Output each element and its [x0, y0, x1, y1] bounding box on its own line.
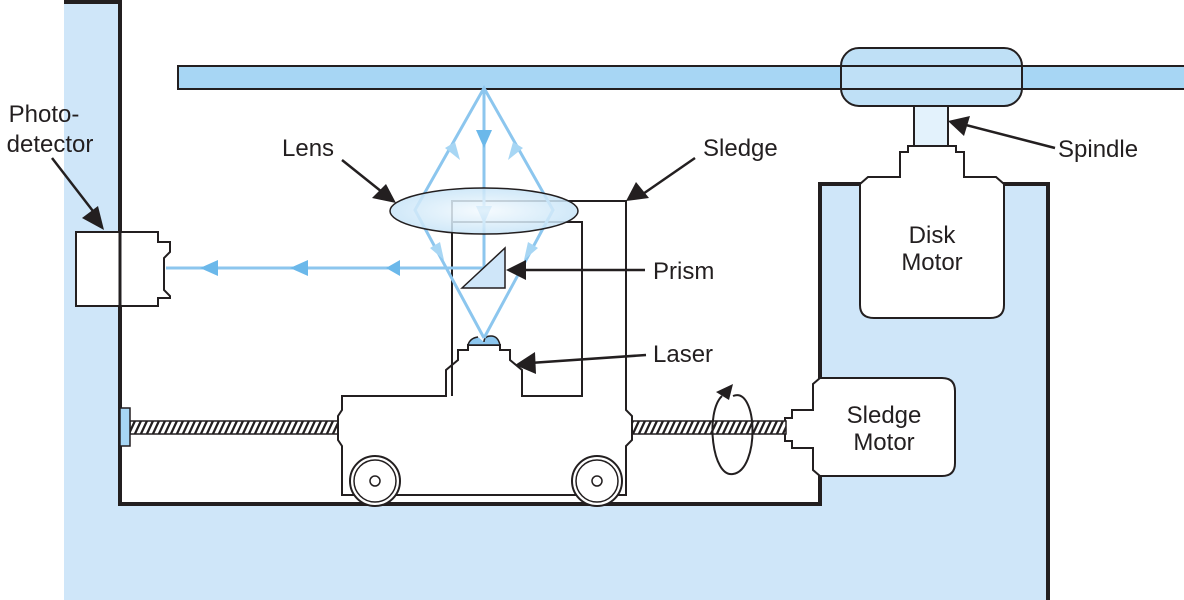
- photodetector-label-line1: Photo-: [9, 101, 80, 128]
- disk-motor-label-line1: Disk: [909, 222, 957, 249]
- laser-beam-paths: [166, 84, 555, 339]
- lead-screw: [119, 407, 787, 447]
- sledge-motor-label-line2: Motor: [853, 429, 914, 456]
- spindle-label: Spindle: [1058, 136, 1138, 163]
- spindle: [913, 105, 949, 147]
- photodetector: [75, 231, 171, 307]
- disk: [177, 65, 1184, 90]
- photodetector-label-line2: detector: [7, 131, 94, 158]
- prism-label: Prism: [653, 258, 714, 285]
- housing: [64, 0, 1050, 600]
- sledge-label: Sledge: [703, 135, 778, 162]
- sledge-motor: Sledge Motor: [784, 377, 956, 477]
- sledge-wheel-left: [349, 455, 401, 507]
- laser-label: Laser: [653, 341, 713, 368]
- disk-motor-label-line2: Motor: [901, 249, 962, 276]
- rotation-arrow-icon: [711, 384, 754, 476]
- sledge-wheel-right: [571, 455, 623, 507]
- lens-label: Lens: [282, 135, 334, 162]
- leader-arrows: [51, 116, 1056, 374]
- disk-motor: Disk Motor: [859, 145, 1005, 319]
- sledge-motor-label-line1: Sledge: [847, 402, 922, 429]
- spindle-hub: [840, 47, 1023, 107]
- prism: [460, 246, 506, 289]
- lens: [389, 187, 579, 235]
